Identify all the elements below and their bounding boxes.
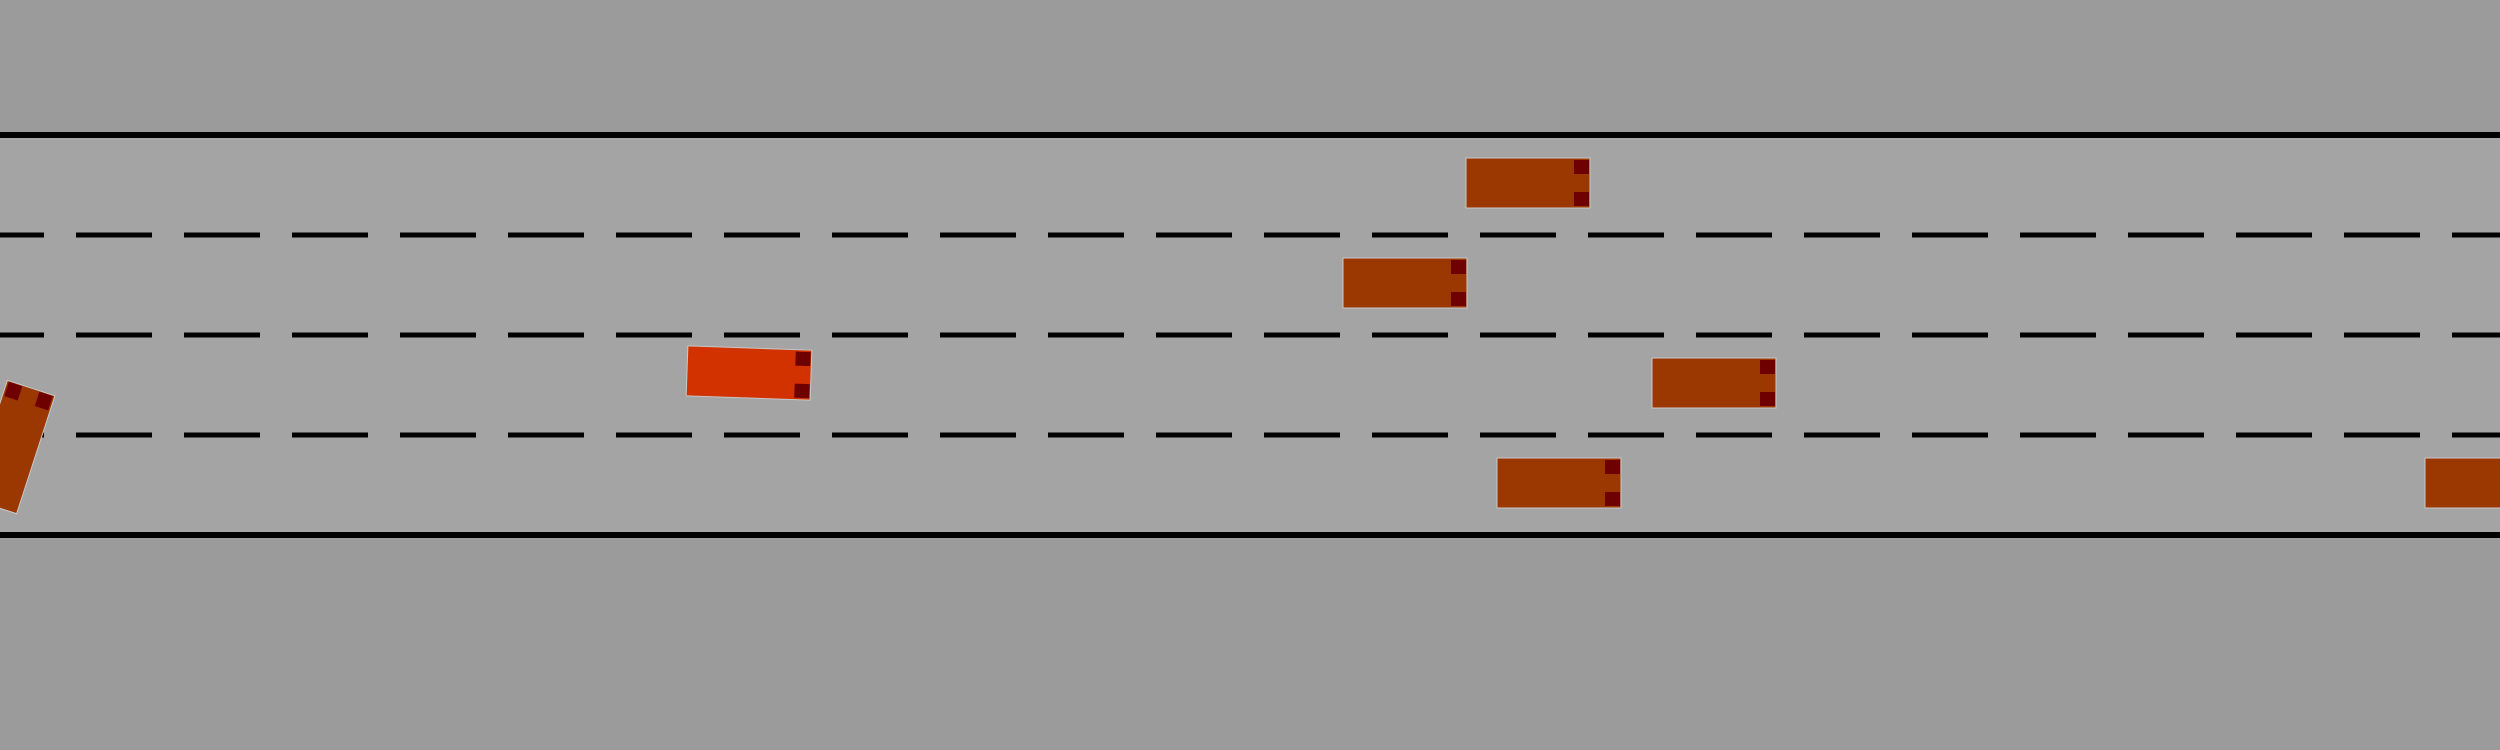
vehicle-body bbox=[0, 379, 56, 515]
headlight-left bbox=[4, 381, 23, 401]
headlight-left bbox=[1451, 260, 1466, 274]
headlight-right bbox=[1605, 492, 1620, 506]
headlight-right bbox=[794, 383, 810, 399]
vehicle-car-2 bbox=[1342, 257, 1468, 309]
vehicle-car-5 bbox=[2424, 457, 2500, 509]
vehicle-body bbox=[685, 345, 813, 401]
road-surface bbox=[0, 135, 2500, 535]
vehicle-body bbox=[1465, 157, 1591, 209]
vehicle-car-4 bbox=[1496, 457, 1622, 509]
vehicle-body bbox=[1342, 257, 1468, 309]
vehicle-body bbox=[2424, 457, 2500, 509]
vehicle-car-6 bbox=[0, 379, 56, 515]
headlight-left bbox=[1605, 460, 1620, 474]
headlight-left bbox=[1574, 160, 1589, 174]
vehicle-body bbox=[1651, 357, 1777, 409]
vehicle-car-3 bbox=[1651, 357, 1777, 409]
vehicle-car-1 bbox=[1465, 157, 1591, 209]
headlight-right bbox=[34, 391, 53, 411]
headlight-right bbox=[1760, 392, 1775, 406]
headlight-left bbox=[795, 351, 811, 367]
vehicles-layer bbox=[0, 157, 2500, 515]
headlight-left bbox=[1760, 360, 1775, 374]
headlight-right bbox=[1574, 192, 1589, 206]
ego-vehicle bbox=[685, 345, 813, 401]
headlight-right bbox=[1451, 292, 1466, 306]
vehicle-body bbox=[1496, 457, 1622, 509]
